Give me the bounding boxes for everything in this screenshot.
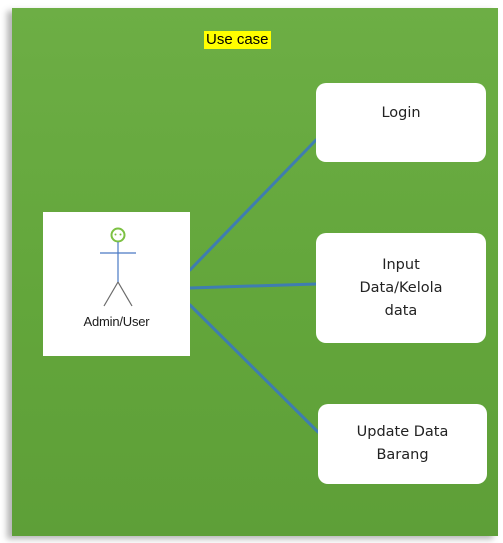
actor: Admin/User [43,212,190,356]
use-case-input-data: Input Data/Kelola data [316,233,486,343]
use-case-update-data-barang: Update Data Barang [318,404,487,484]
actor-head [110,227,126,243]
actor-label: Admin/User [83,314,150,329]
stick-figure-icon [100,227,136,307]
diagram-title: Use case [204,31,271,49]
use-case-login: Login [316,83,486,162]
actor-left-leg [103,281,119,307]
actor-right-leg [117,281,133,307]
